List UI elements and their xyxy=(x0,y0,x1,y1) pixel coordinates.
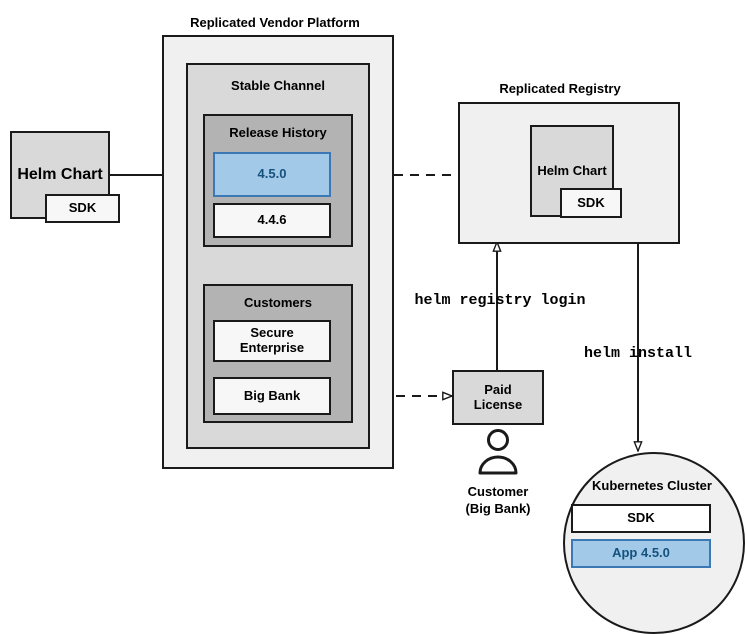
platform-title: Replicated Vendor Platform xyxy=(190,15,360,30)
registry-title: Replicated Registry xyxy=(499,81,621,96)
customer-big-bank[interactable]: Big Bank xyxy=(213,377,331,415)
customer-name-label: Secure Enterprise xyxy=(239,325,305,355)
release-item-4-4-6[interactable]: 4.4.6 xyxy=(213,203,331,238)
cluster-artifact-label: App 4.5.0 xyxy=(612,545,670,561)
source-helm-chart-label: Helm Chart xyxy=(17,165,103,183)
registry-helm-chart-label: Helm Chart xyxy=(537,162,607,178)
customers-label: Customers xyxy=(244,295,312,310)
paid-license-box: Paid License xyxy=(452,370,544,425)
paid-license-label: Paid License xyxy=(473,381,523,412)
helm-registry-login-command: helm registry login xyxy=(414,292,586,309)
cluster-artifact-app: App 4.5.0 xyxy=(571,539,711,568)
registry-sdk-box: SDK xyxy=(560,188,622,218)
customer-label-line2: (Big Bank) xyxy=(465,501,531,516)
customer-label-line1: Customer xyxy=(467,484,529,499)
cluster-artifact-sdk: SDK xyxy=(571,504,711,533)
release-item-4-5-0[interactable]: 4.5.0 xyxy=(213,152,331,197)
release-history-label: Release History xyxy=(229,125,327,140)
release-version-label: 4.5.0 xyxy=(257,166,287,182)
customer-name-label: Big Bank xyxy=(243,387,301,403)
registry-sdk-label: SDK xyxy=(577,194,605,210)
cluster-artifact-label: SDK xyxy=(627,510,655,526)
stable-channel-label: Stable Channel xyxy=(231,78,325,93)
release-version-label: 4.4.6 xyxy=(257,212,287,228)
source-sdk-box: SDK xyxy=(45,194,120,223)
customer-secure-enterprise[interactable]: Secure Enterprise xyxy=(213,320,331,362)
customer-avatar-icon xyxy=(478,429,518,475)
helm-install-command: helm install xyxy=(583,345,693,362)
kubernetes-cluster-label: Kubernetes Cluster xyxy=(592,478,712,493)
source-sdk-label: SDK xyxy=(68,200,97,216)
